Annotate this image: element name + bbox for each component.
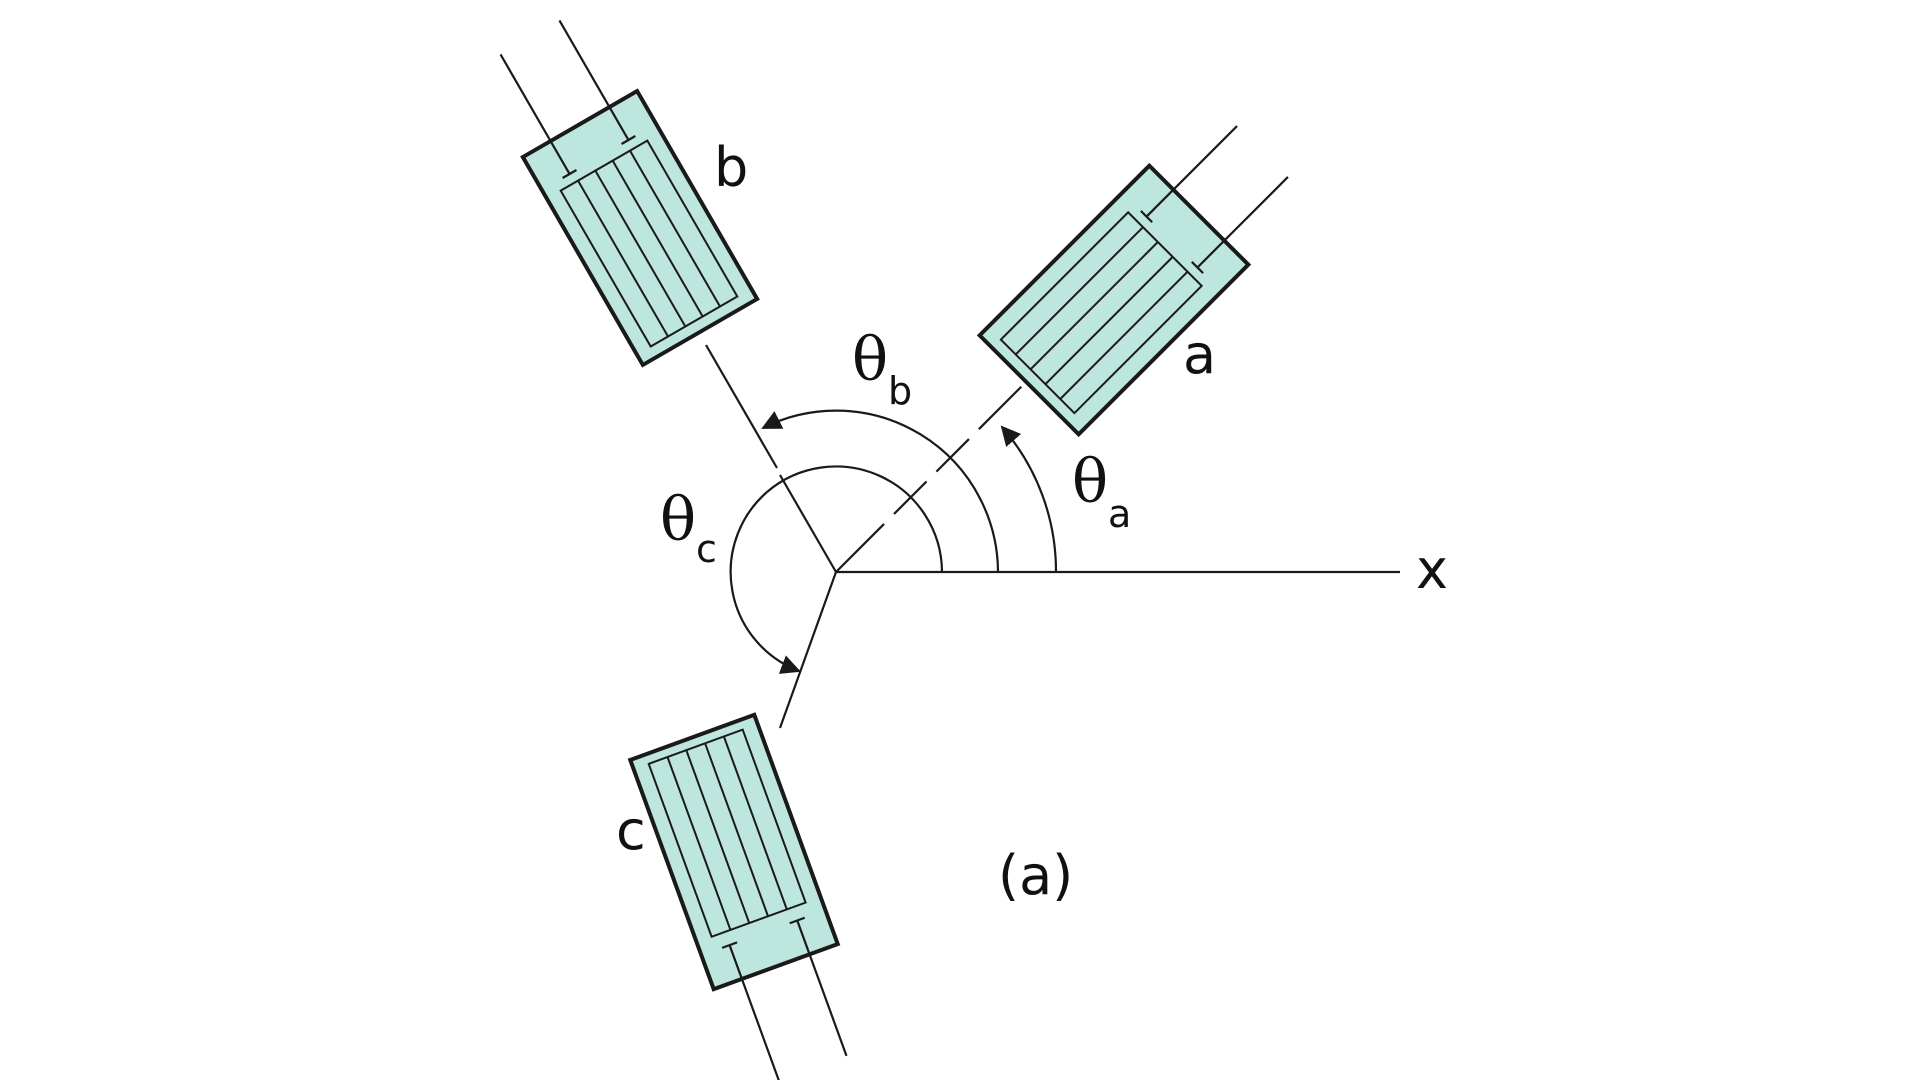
theta-c-label: θ c xyxy=(660,485,717,571)
gauge-b-leads xyxy=(499,19,636,179)
gauge-c xyxy=(627,712,848,1081)
gauge-c-body xyxy=(627,712,841,992)
theta-b-label: θ b xyxy=(852,325,912,413)
svg-text:θ: θ xyxy=(852,325,888,395)
svg-text:b: b xyxy=(888,369,912,413)
svg-text:θ: θ xyxy=(1072,447,1108,517)
gauge-a-body xyxy=(976,162,1252,438)
theta-a-arc xyxy=(1000,425,1058,573)
theta-a-label: θ a xyxy=(1072,447,1131,536)
gauge-b-grid xyxy=(559,139,739,348)
theta-c-arc xyxy=(729,491,801,674)
gauge-c-grid xyxy=(647,728,807,939)
svg-text:θ: θ xyxy=(660,485,696,555)
gauge-a-leads xyxy=(1140,125,1289,274)
gauge-b-label: b xyxy=(714,136,748,199)
gauge-a-label: a xyxy=(1183,323,1216,386)
axis-a xyxy=(835,385,1023,573)
gauge-c-label: c xyxy=(616,799,646,862)
theta-b-inner-arc xyxy=(766,465,944,573)
axis-b xyxy=(705,344,837,573)
svg-text:a: a xyxy=(1108,492,1131,536)
gauge-c-leads xyxy=(721,916,848,1081)
gauge-b-body xyxy=(520,88,760,368)
gauge-a xyxy=(976,125,1289,438)
gauge-b xyxy=(499,19,760,368)
theta-b-arc xyxy=(761,409,1000,573)
svg-text:c: c xyxy=(696,527,717,571)
figure-caption: (a) xyxy=(998,844,1073,907)
gauge-a-grid xyxy=(999,210,1204,415)
axis-c xyxy=(778,571,838,729)
x-axis-label: x xyxy=(1416,538,1448,601)
